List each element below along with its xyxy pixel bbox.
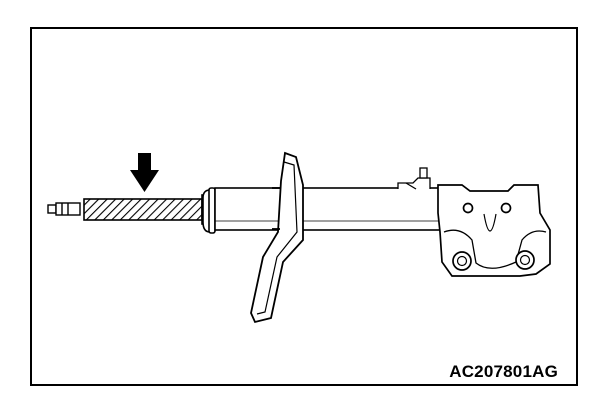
spring-seat: [250, 151, 304, 324]
brake-hose-clip: [397, 167, 431, 190]
figure-reference-code: AC207801AG: [449, 362, 558, 381]
mounting-bracket: [437, 184, 551, 277]
rod-collar: [201, 187, 216, 234]
strut-body: [214, 187, 441, 231]
arrow-down-icon: [130, 153, 159, 192]
figure-frame: [30, 27, 578, 386]
piston-rod: [83, 198, 203, 221]
rod-tip: [47, 202, 81, 216]
